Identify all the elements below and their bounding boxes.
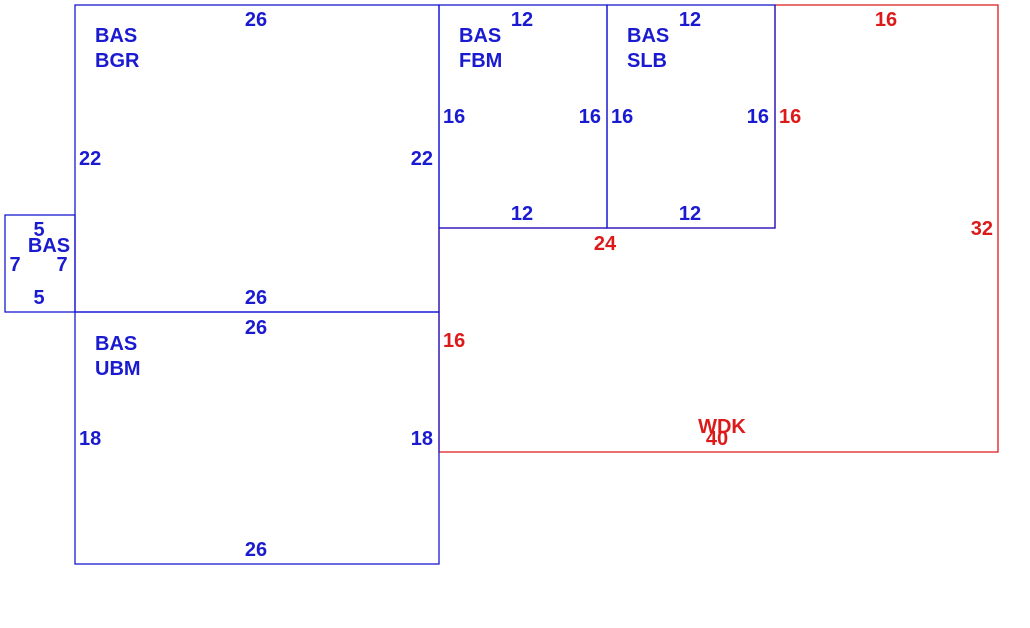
bas-bgr-top-dim: 26: [245, 9, 267, 31]
bas-fbm-bottom-dim: 12: [511, 203, 533, 225]
wdk-upper-left-dim: 16: [779, 106, 801, 128]
bas-fbm-label-line1: BAS: [459, 25, 501, 47]
bas-slb-bottom-dim: 12: [679, 203, 701, 225]
bas-ubm-right-dim: 18: [411, 428, 433, 450]
bas-slb-label-line2: SLB: [627, 50, 667, 72]
bas-ubm-label-line2: UBM: [95, 358, 141, 380]
bas-bgr-left-dim: 22: [79, 148, 101, 170]
bas-fbm-top-dim: 12: [511, 9, 533, 31]
wdk-step-dim: 24: [594, 233, 617, 255]
bas-small-label: BAS: [28, 235, 70, 257]
bas-ubm-top-dim: 26: [245, 317, 267, 339]
bas-fbm-left-dim: 16: [443, 106, 465, 128]
bas-fbm-label-line2: FBM: [459, 50, 502, 72]
bas-small-top-dim: 5: [33, 219, 44, 241]
bas-fbm-right-dim: 16: [579, 106, 601, 128]
bas-slb-label-line1: BAS: [627, 25, 669, 47]
wdk-lower-left-dim: 16: [443, 330, 465, 352]
bas-ubm-outline: [74, 311, 440, 565]
bas-ubm-left-dim: 18: [79, 428, 101, 450]
bas-slb-top-dim: 12: [679, 9, 701, 31]
bas-bgr-label-line2: BGR: [95, 50, 140, 72]
bas-small-bottom-dim: 5: [33, 287, 44, 309]
bas-bgr-label-line1: BAS: [95, 25, 137, 47]
bas-small-right-dim: 7: [56, 254, 67, 276]
bas-slb-left-dim: 16: [611, 106, 633, 128]
wdk-label: WDK: [698, 416, 746, 438]
bas-small-left-dim: 7: [9, 254, 20, 276]
wdk-bottom-dim: 40: [706, 428, 728, 450]
bas-bgr-bottom-dim: 26: [245, 287, 267, 309]
bas-bgr-right-dim: 22: [411, 148, 433, 170]
bas-slb-right-dim: 16: [747, 106, 769, 128]
bas-ubm-bottom-dim: 26: [245, 539, 267, 561]
bas-slb-outline: [606, 4, 776, 229]
wdk-top-dim: 16: [875, 9, 897, 31]
wdk-right-dim: 32: [971, 218, 993, 240]
bas-ubm-label-line1: BAS: [95, 333, 137, 355]
